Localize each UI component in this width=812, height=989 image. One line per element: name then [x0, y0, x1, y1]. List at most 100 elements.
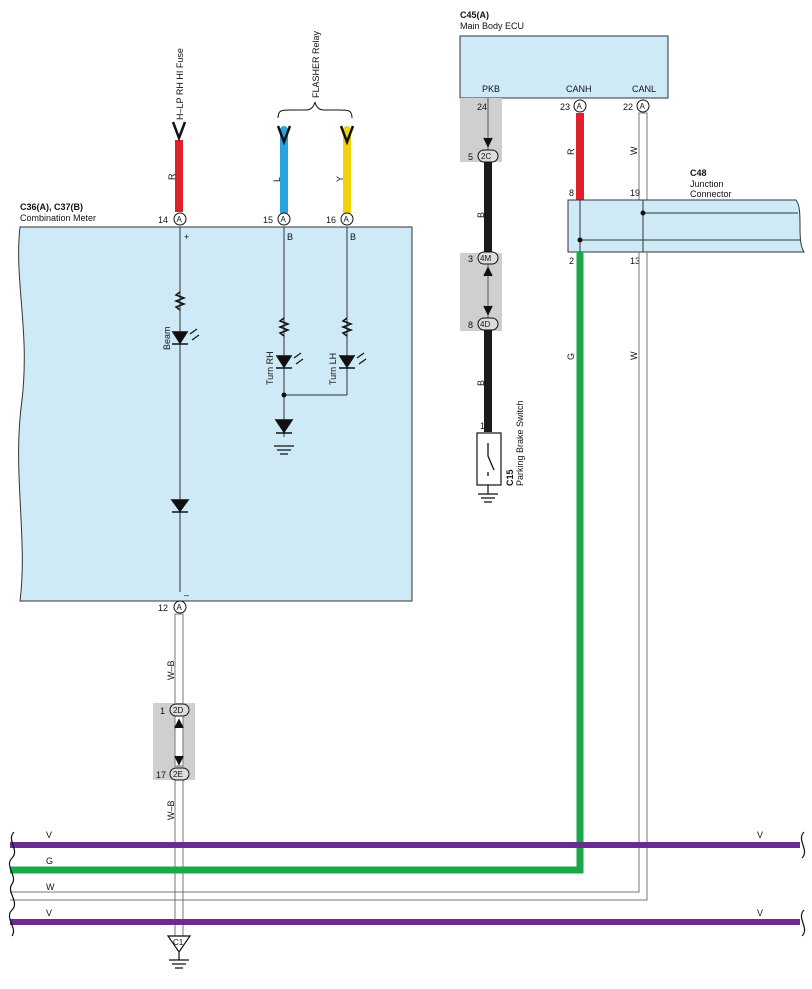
ground-icon	[274, 445, 294, 455]
jc-pin-2: 2	[569, 256, 574, 266]
wire-label-w-canl: W	[629, 146, 639, 155]
ground-icon	[478, 493, 498, 503]
combination-meter-body	[18, 226, 413, 602]
wire-green	[10, 252, 584, 874]
ecu-name: Main Body ECU	[460, 21, 524, 31]
ecu-pkb-label: PKB	[482, 84, 500, 94]
break-mark-left	[8, 831, 16, 937]
svg-text:A: A	[281, 215, 287, 224]
ecu-pin-22: 22	[623, 102, 633, 112]
arrow-icon	[171, 121, 187, 142]
wire-label-g: G	[566, 353, 576, 360]
pbs-pin: 1	[480, 421, 485, 431]
svg-text:2C: 2C	[481, 152, 491, 161]
wire-label-r: R	[167, 173, 177, 180]
jc-pin-8: 8	[569, 188, 574, 198]
wire-label-y: Y	[335, 176, 345, 182]
resistor-icon	[277, 317, 291, 337]
junction-dot	[577, 237, 583, 243]
bus-label-w: W	[46, 882, 55, 892]
beam-label: Beam	[162, 326, 172, 350]
wire-label-wb-2: W–B	[166, 800, 176, 820]
arrow-down-icon	[483, 305, 493, 316]
jc-id: C48	[690, 168, 707, 178]
svg-text:1: 1	[160, 706, 165, 716]
wire-label-r-canh: R	[566, 148, 576, 155]
pbs-id: C15	[505, 469, 515, 486]
svg-text:3: 3	[468, 254, 473, 264]
led-icon	[338, 355, 356, 369]
minus-label: –	[184, 590, 189, 600]
diode-icon	[170, 499, 190, 513]
resistor-icon	[173, 291, 187, 311]
bus-label-v1: V	[46, 830, 52, 840]
led-icon	[275, 355, 293, 369]
arrow-icon	[339, 125, 355, 146]
ecu-canl-label: CANL	[632, 84, 656, 94]
junction-connector-body	[567, 199, 805, 253]
flasher-brace	[277, 101, 353, 119]
svg-text:A: A	[344, 215, 350, 224]
jc-name-1: Junction	[690, 179, 724, 189]
ecu-id: C45(A)	[460, 10, 489, 20]
ecu-canh-label: CANH	[566, 84, 592, 94]
splice-4d: 8 4D	[468, 317, 499, 331]
svg-text:12: 12	[158, 603, 168, 613]
svg-text:5: 5	[468, 152, 473, 162]
arrow-down-icon	[483, 137, 493, 148]
ecu-conn-a-22-label: A	[640, 102, 646, 111]
svg-text:16: 16	[326, 215, 336, 225]
meter-pin-14: 14 A	[158, 212, 187, 226]
meter-pin-12: 12 A	[158, 600, 187, 614]
bus-label-v1-right: V	[757, 830, 763, 840]
arrow-up-icon	[483, 266, 493, 277]
svg-text:2D: 2D	[173, 706, 183, 715]
svg-text:17: 17	[156, 770, 166, 780]
fuse-label: H–LP RH HI Fuse	[175, 48, 185, 120]
svg-text:14: 14	[158, 215, 168, 225]
splice-shade-4m-4d	[460, 253, 502, 331]
svg-text:A: A	[177, 215, 183, 224]
arrow-down-icon	[174, 755, 184, 766]
ground-c1-triangle	[166, 935, 192, 954]
jc-pin-19: 19	[630, 188, 640, 198]
inner-b-16: B	[350, 232, 356, 242]
inner-b-15: B	[287, 232, 293, 242]
wire-label-w-2: W	[629, 351, 639, 360]
ground-c1-label: C1	[173, 938, 184, 947]
pbs-name: Parking Brake Switch	[515, 400, 525, 486]
plus-label: +	[184, 232, 189, 242]
led-icon	[171, 331, 189, 345]
combination-meter-name: Combination Meter	[20, 213, 96, 223]
ecu-conn-a-23-label: A	[577, 102, 583, 111]
ecu-conn-a-22	[636, 99, 650, 113]
wire-white-outline-2	[10, 252, 648, 901]
ecu-conn-a-23	[573, 99, 587, 113]
splice-4m: 3 4M	[468, 251, 499, 265]
svg-text:A: A	[177, 603, 183, 612]
ecu-pin-24: 24	[477, 102, 487, 112]
jc-name-2: Connector	[690, 189, 732, 199]
ground-icon	[169, 959, 189, 969]
diode-icon	[274, 419, 294, 434]
flasher-label: FLASHER Relay	[311, 30, 321, 98]
meter-pin-16: 16 A	[326, 212, 354, 226]
svg-text:4D: 4D	[480, 320, 490, 329]
turn-lh-label: Turn LH	[328, 353, 338, 385]
resistor-icon	[340, 317, 354, 337]
jc-pin-13: 13	[630, 256, 640, 266]
wire-label-b-2: B	[476, 380, 486, 386]
arrow-up-icon	[174, 718, 184, 729]
junction-dot	[281, 392, 287, 398]
break-mark-right-2	[800, 909, 806, 937]
wire-white-canl	[638, 112, 648, 201]
light-rays-icon	[189, 328, 200, 341]
wire-label-l: L	[272, 177, 282, 182]
svg-text:8: 8	[468, 320, 473, 330]
svg-text:2E: 2E	[173, 770, 183, 779]
bus-label-v2-right: V	[757, 908, 763, 918]
splice-2c: 5 2C	[468, 149, 499, 163]
light-rays-icon	[293, 352, 304, 365]
bus-label-g: G	[46, 856, 53, 866]
